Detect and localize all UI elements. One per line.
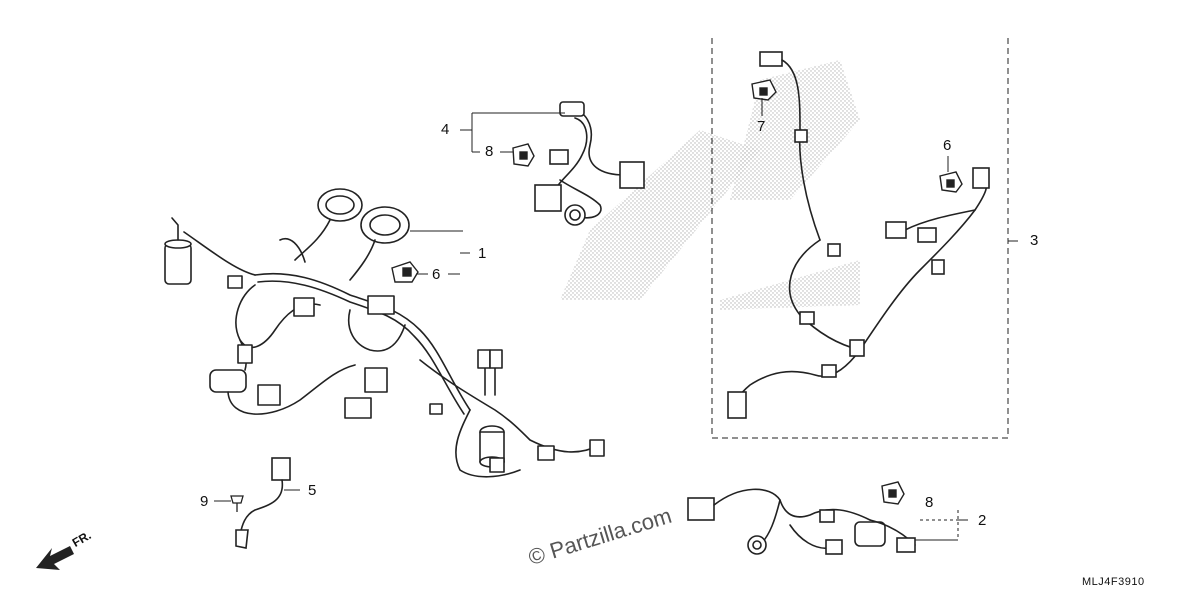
leader-lines <box>214 98 1018 541</box>
sub-harness-2 <box>687 488 916 555</box>
clip-8-lower <box>881 481 905 505</box>
clip-8-upper <box>512 143 535 167</box>
front-direction-arrow <box>36 546 74 570</box>
callout-3: 3 <box>1030 232 1039 249</box>
clip-6-right <box>939 171 963 193</box>
callout-8-upper: 8 <box>485 143 494 160</box>
callout-7: 7 <box>757 118 766 135</box>
main-wire-harness <box>164 188 605 478</box>
callout-8-lower: 8 <box>925 494 934 511</box>
screw-9 <box>230 495 244 512</box>
item-3-dashed-frame <box>711 38 1009 439</box>
callout-9: 9 <box>200 493 209 510</box>
sensor-cable-5 <box>235 457 291 549</box>
callout-4: 4 <box>441 121 450 138</box>
diagram-code: MLJ4F3910 <box>1082 576 1145 588</box>
callout-1: 1 <box>478 245 487 262</box>
callout-2: 2 <box>978 512 987 529</box>
sub-harness-3 <box>727 51 990 419</box>
callout-5: 5 <box>308 482 317 499</box>
callout-6-left: 6 <box>432 266 441 283</box>
stipple-shading <box>560 60 860 310</box>
clip-6-left <box>391 261 419 283</box>
sub-harness-4 <box>534 101 645 226</box>
callout-6-right: 6 <box>943 137 952 154</box>
clip-7 <box>751 79 777 101</box>
